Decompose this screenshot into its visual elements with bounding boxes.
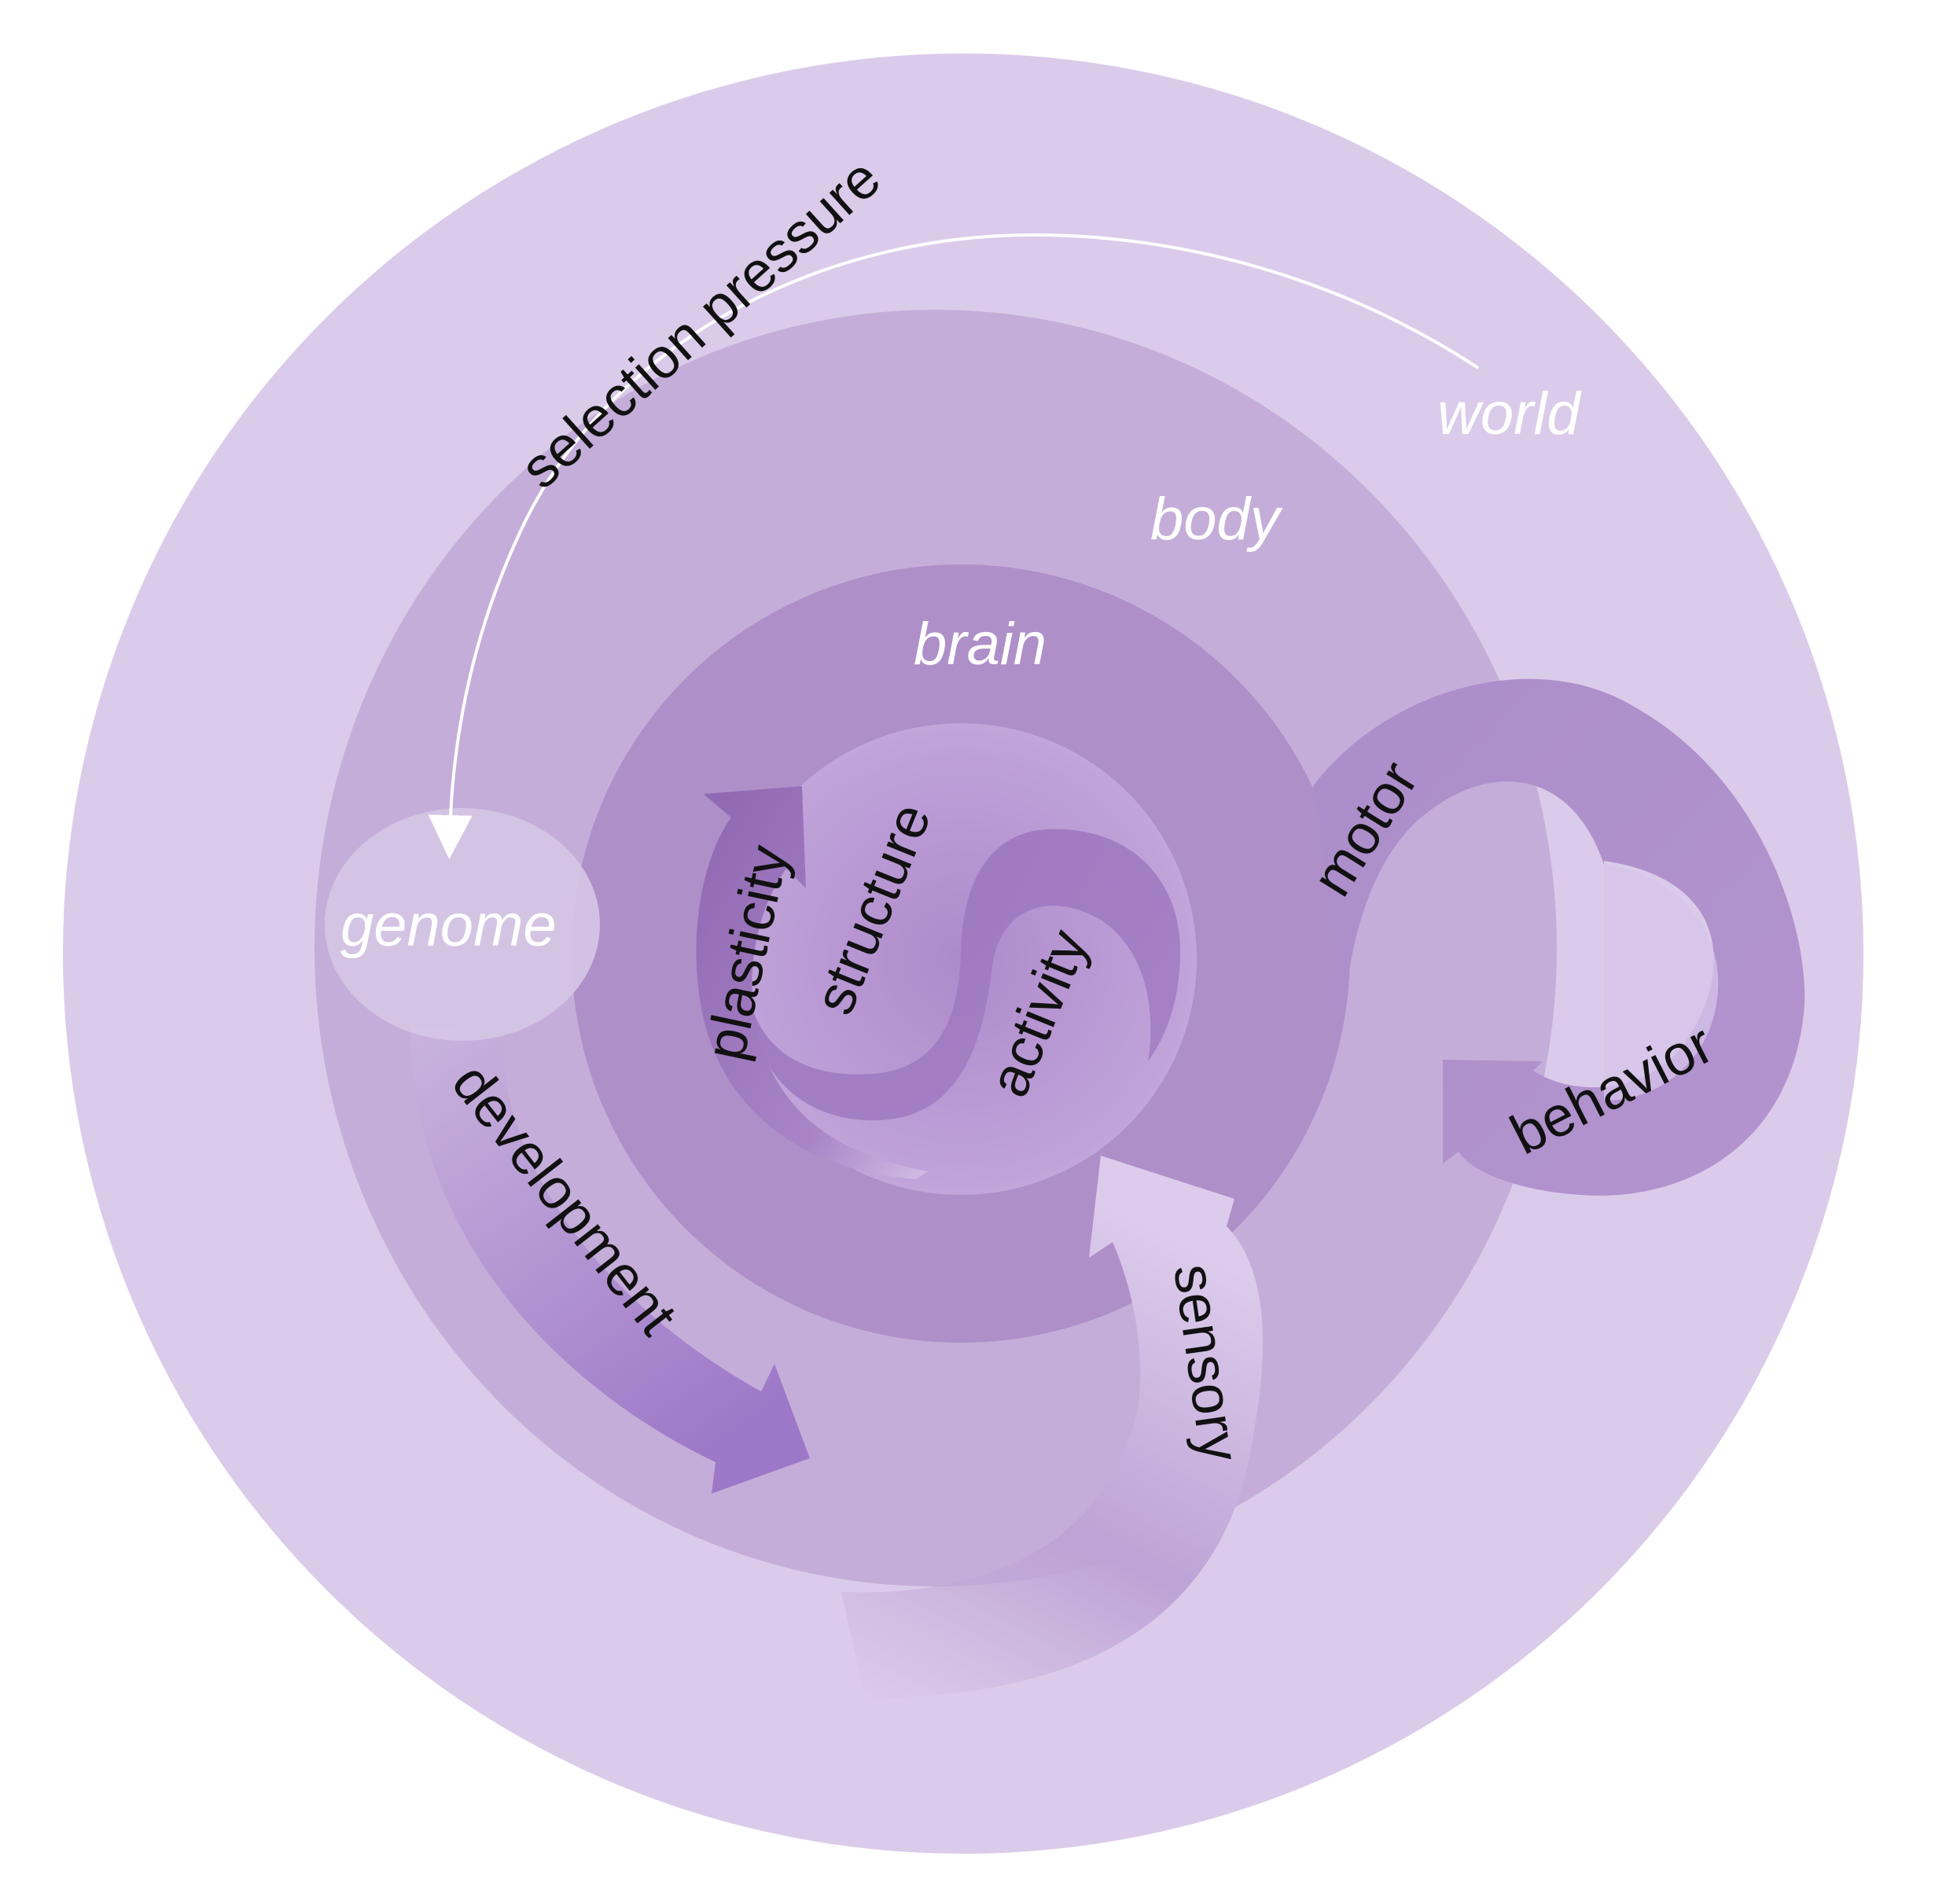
brain-label: brain — [914, 611, 1047, 678]
structure-activity-swirl — [747, 829, 1180, 1121]
genome-label: genome — [340, 892, 557, 959]
world-label: world — [1437, 380, 1582, 447]
body-label: body — [1150, 486, 1283, 553]
sensory-arrow — [841, 1156, 1264, 1698]
genome-ellipse — [325, 808, 600, 1041]
plasticity-arrow — [696, 786, 928, 1179]
behavior-inner-cutout — [1604, 865, 1719, 1101]
development-arrow — [410, 1027, 810, 1494]
selection-pressure-arrow — [428, 233, 1480, 859]
